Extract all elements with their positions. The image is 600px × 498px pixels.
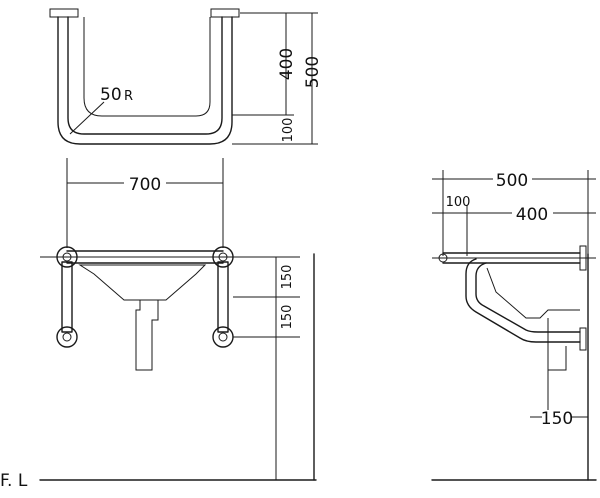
dim-150-upper-label: 150 [280,265,295,290]
side-basin-outline [486,267,580,319]
radius-value: 50 [100,85,122,105]
dim-500-label: 500 [303,56,323,88]
right-post [217,261,229,333]
right-top-flange [212,246,234,268]
floor-line-group: F. L [0,471,317,491]
side-wall-flange [438,253,448,263]
basin-trap [135,300,159,371]
basin-front-body [78,264,207,301]
left-post [61,261,73,333]
front-view: 700 150 150 150 [40,158,315,481]
basin-plan-outline [83,17,211,117]
radius-leader [69,101,105,135]
left-top-flange [56,246,78,268]
u-rail-outer [57,16,233,145]
dim-400-label: 400 [277,48,297,80]
side-dim-500-label: 500 [496,171,528,191]
side-view: 500 100 400 150 [431,170,597,481]
dim-700-label: 700 [129,175,161,195]
side-dim-150-label: 150 [541,409,573,429]
side-basin-trap [547,318,567,371]
right-bottom-flange [212,326,234,348]
top-view: 50 R 400 500 100 [49,8,323,145]
wall-plate-left [49,8,79,18]
dim-100-label: 100 [281,118,296,143]
side-top-rail-end [579,245,587,271]
left-bottom-flange [56,326,78,348]
radius-unit: R [124,89,133,104]
wall-plate-right [210,8,240,18]
side-dim-100-label: 100 [446,195,471,210]
side-bent-rail-outer [465,258,581,343]
side-bent-rail-inner [475,262,581,333]
dim-150-lower-label: 150 [280,305,295,330]
u-rail-inner [67,16,223,135]
floor-line-label: F. L [0,471,28,491]
side-lower-rail-end [579,327,587,351]
side-dim-400-label: 400 [516,205,548,225]
